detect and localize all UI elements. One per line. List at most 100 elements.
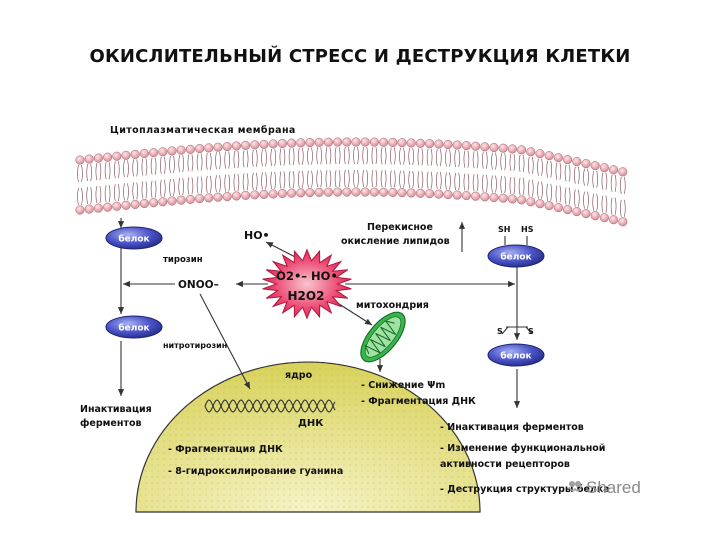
lipid-head-icon <box>369 187 379 197</box>
nucleus-effect-1: - Фрагментация ДНК <box>168 444 283 455</box>
sh-left-label: SH <box>498 225 510 234</box>
lipid-head-icon <box>149 148 159 158</box>
lipid-head-icon <box>323 187 333 197</box>
lipid-head-icon <box>471 141 481 151</box>
lipid-head-icon <box>268 189 278 199</box>
lipid-head-icon <box>84 154 94 164</box>
lipid-head-icon <box>103 202 113 212</box>
lipid-head-icon <box>443 190 453 200</box>
lipid-head-icon <box>388 137 398 147</box>
cell-membrane <box>75 137 628 227</box>
lipid-head-icon <box>526 197 536 207</box>
lipid-head-icon <box>222 141 232 152</box>
slideshare-logo-icon <box>568 481 582 492</box>
protein-lower-left: белок <box>105 315 163 339</box>
dna-label: ДНК <box>298 418 324 429</box>
lipid-head-icon <box>415 138 425 148</box>
lipid-head-icon <box>167 196 177 206</box>
mitochondrion-icon <box>360 311 406 363</box>
lipid-head-icon <box>480 192 490 202</box>
lipid-head-icon <box>213 192 223 202</box>
lipid-head-icon <box>388 187 398 197</box>
lipid-head-icon <box>333 137 343 147</box>
lipid-head-icon <box>130 199 140 209</box>
protein-effect-1: - Инактивация ферментов <box>440 422 584 433</box>
lipid-head-icon <box>296 138 306 148</box>
inactivation-left-line-1: Инактивация <box>80 404 152 415</box>
lipid-head-icon <box>406 138 416 148</box>
lipid-head-icon <box>250 190 260 200</box>
lipid-head-icon <box>553 203 563 213</box>
s-left-label: S <box>497 327 503 336</box>
lipid-head-icon <box>590 211 600 221</box>
lipid-head-icon <box>204 193 214 203</box>
lipid-head-icon <box>452 140 462 150</box>
lipid-head-icon <box>397 138 407 148</box>
inactivation-left-line-2: ферментов <box>80 418 142 429</box>
lipid-head-icon <box>158 147 168 157</box>
lipid-head-icon <box>250 140 260 150</box>
lipid-head-icon <box>231 141 241 151</box>
lipid-head-icon <box>379 187 389 197</box>
protein-effect-3: активности рецепторов <box>440 459 570 470</box>
lipid-head-icon <box>618 167 628 177</box>
lipid-head-icon <box>342 137 352 147</box>
lipid-head-icon <box>176 145 186 155</box>
nitrotyrosine-label: нитротирозин <box>163 341 227 350</box>
lipid-head-icon <box>103 152 113 162</box>
watermark-text: Shared <box>586 478 641 497</box>
membrane-label: Цитоплазматическая мембрана <box>110 125 296 136</box>
lipid-head-icon <box>185 194 195 204</box>
lipid-head-icon <box>139 198 149 209</box>
lipid-head-icon <box>535 199 545 209</box>
lipid-head-icon <box>268 139 278 149</box>
lipid-head-icon <box>84 204 94 214</box>
tyrosine-label: тирозин <box>163 255 203 265</box>
nucleus-label: ядро <box>285 370 313 381</box>
lipid-head-icon <box>351 137 361 147</box>
lipid-head-icon <box>195 144 205 154</box>
lipid-head-icon <box>489 192 499 203</box>
lipid-head-icon <box>351 187 361 197</box>
lipid-head-icon <box>167 146 177 156</box>
lipid-head-icon <box>572 207 582 217</box>
lipid-head-icon <box>507 194 517 204</box>
slide-title: ОКИСЛИТЕЛЬНЫЙ СТРЕСС И ДЕСТРУКЦИЯ КЛЕТКИ <box>89 46 631 67</box>
lipid-head-icon <box>535 149 545 159</box>
ros-starburst: O2•– HO• H2O2 <box>262 248 352 320</box>
lipid-head-icon <box>213 142 223 152</box>
protein-top-left: белок <box>105 226 163 250</box>
lipid-head-icon <box>93 203 103 213</box>
mitochondria-label: митохондрия <box>356 300 429 311</box>
lipid-head-icon <box>517 145 527 155</box>
lipid-head-icon <box>204 143 214 153</box>
lipid-head-icon <box>195 194 205 204</box>
lipid-head-icon <box>112 201 122 211</box>
lipid-head-icon <box>379 137 389 147</box>
lipid-head-icon <box>314 137 324 147</box>
lipid-head-icon <box>544 201 554 211</box>
lipid-head-icon <box>581 159 591 169</box>
lipid-head-icon <box>425 139 435 149</box>
lipid-head-icon <box>121 150 131 160</box>
lipid-head-icon <box>277 188 287 199</box>
lipid-head-icon <box>609 215 619 225</box>
lipid-head-icon <box>314 187 324 197</box>
lipid-head-icon <box>360 137 370 147</box>
lipid-head-icon <box>599 213 609 223</box>
lipid-head-icon <box>563 155 573 165</box>
lipid-head-icon <box>75 205 85 215</box>
mito-effect-2: - Фрагментация ДНК <box>361 396 476 407</box>
lipid-head-icon <box>287 188 297 198</box>
lipid-head-icon <box>112 151 122 161</box>
lipid-head-icon <box>333 187 343 197</box>
ros-line-1: O2•– HO• <box>276 269 338 283</box>
lipid-head-icon <box>618 217 628 227</box>
connector-arrows <box>117 218 533 408</box>
protein-label: белок <box>118 323 149 334</box>
lipid-head-icon <box>185 144 195 154</box>
lipid-head-icon <box>158 197 168 207</box>
lipid-head-icon <box>75 155 85 165</box>
protein-effect-4: - Деструкция структуры белка <box>440 484 610 495</box>
lipid-head-icon <box>149 198 159 208</box>
